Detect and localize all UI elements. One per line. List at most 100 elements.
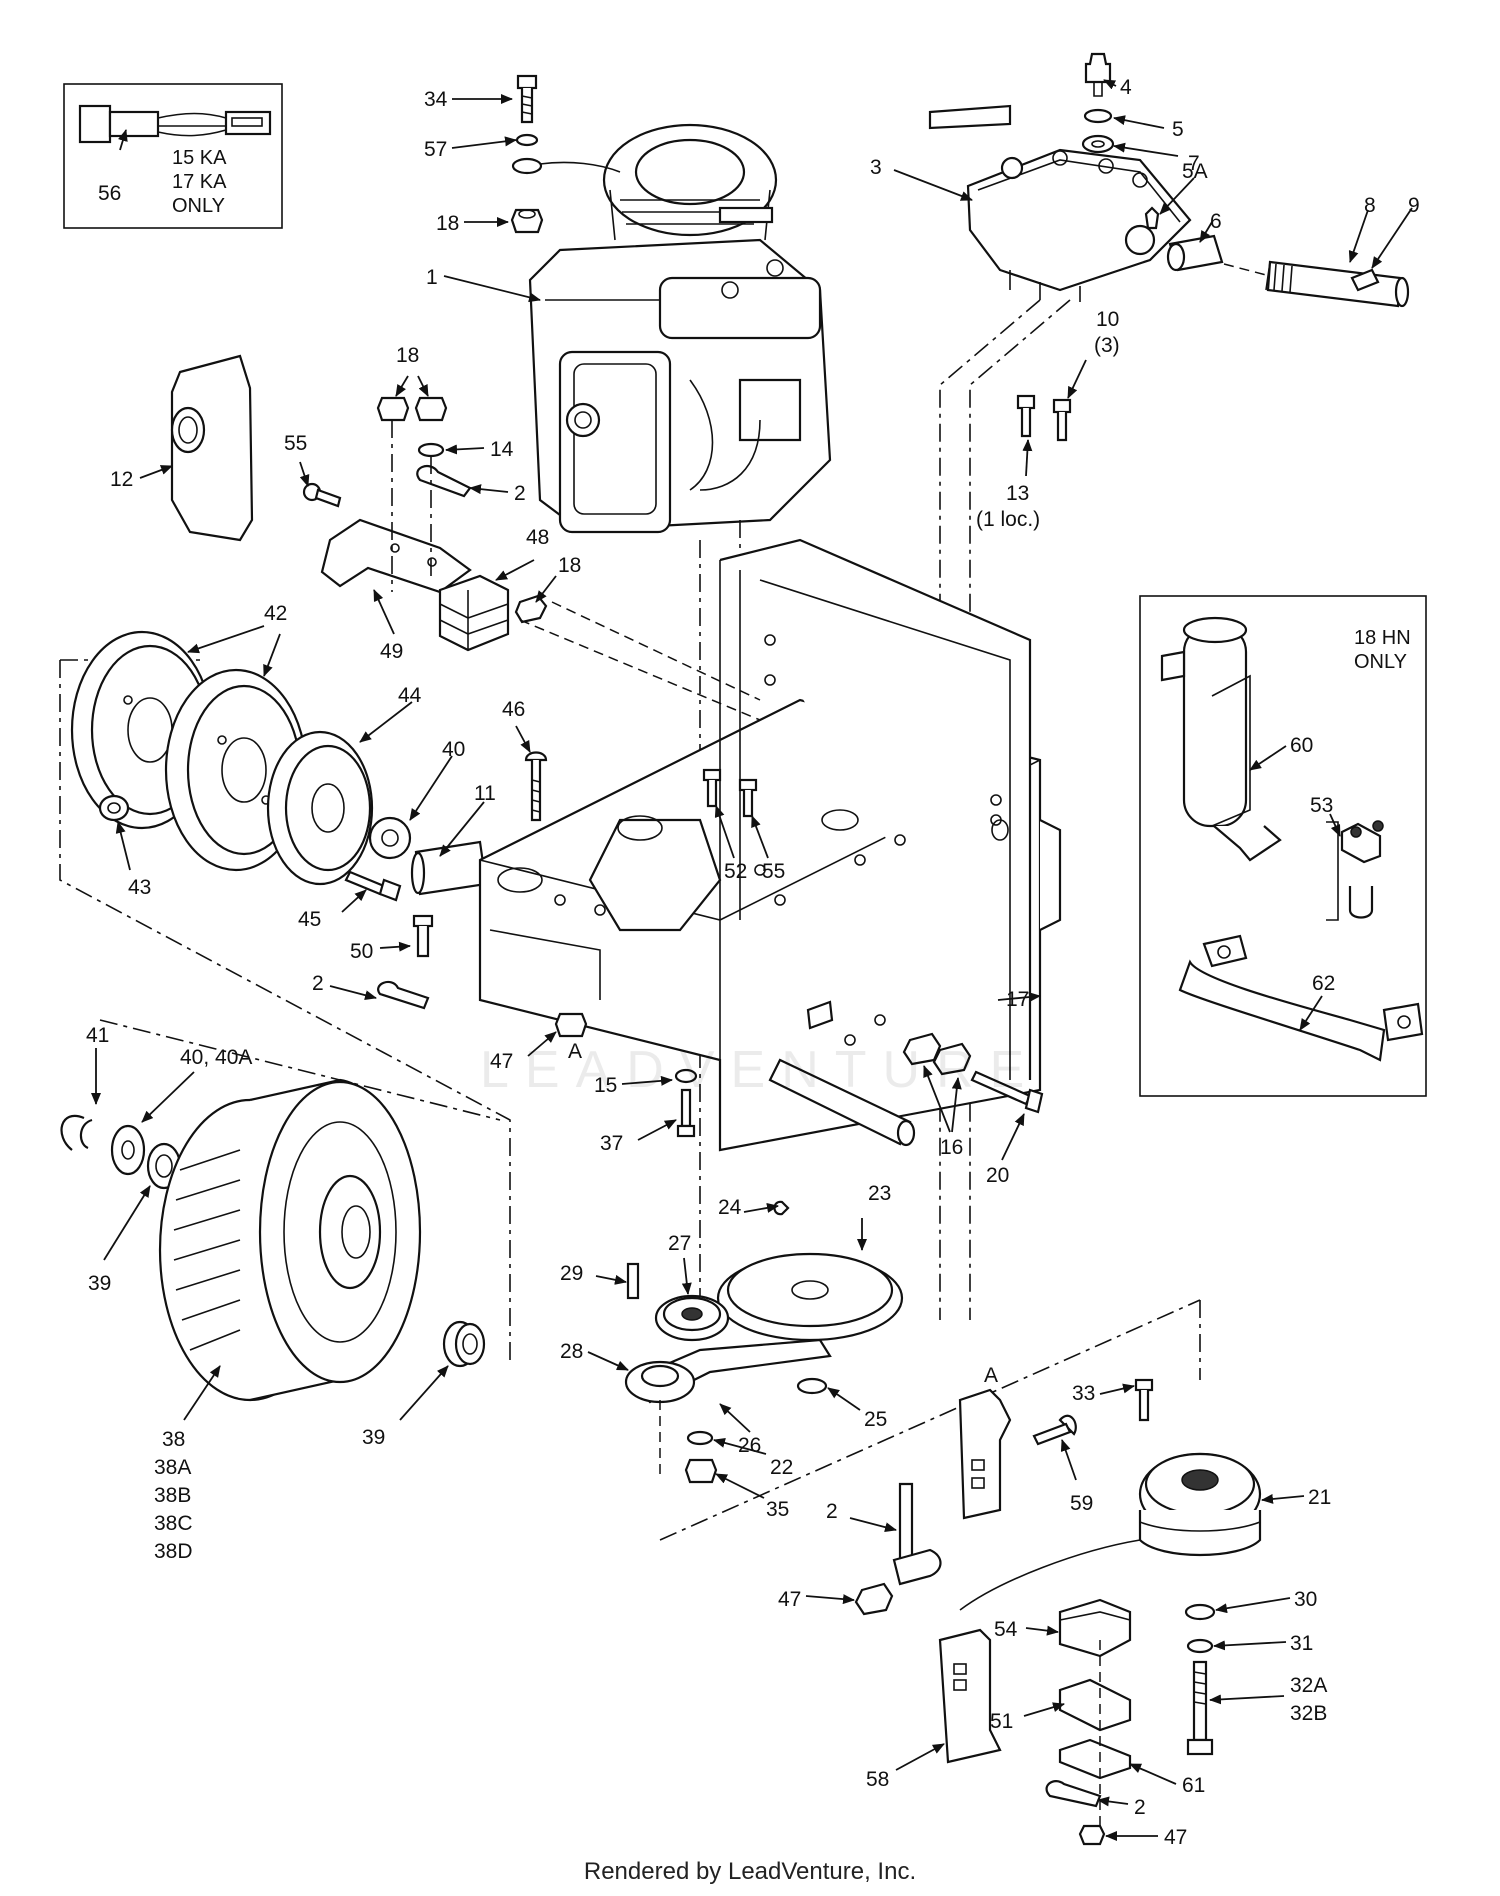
label-A-frame: A	[568, 1040, 582, 1063]
label-37: 37	[600, 1132, 623, 1155]
note-18hn: 18 HN	[1354, 627, 1411, 649]
label-39-right: 39	[362, 1426, 385, 1449]
label-2-bottom: 2	[1134, 1796, 1146, 1819]
pipe-part-62	[1178, 934, 1424, 1062]
label-13-qty: (1 loc.)	[976, 508, 1040, 531]
label-4: 4	[1120, 76, 1132, 99]
nut-part-18-bracket	[514, 594, 548, 624]
washer-part-5	[1083, 108, 1113, 124]
label-31: 31	[1290, 1632, 1313, 1655]
label-55-frame: 55	[762, 860, 785, 883]
shaft-part-11	[410, 840, 488, 896]
label-20: 20	[986, 1164, 1009, 1187]
label-30: 30	[1294, 1588, 1317, 1611]
bolt-part-33	[1134, 1378, 1154, 1422]
plate-part-61	[1058, 1738, 1132, 1780]
label-3: 3	[870, 156, 882, 179]
label-59: 59	[1070, 1492, 1093, 1515]
label-18-mid: 18	[396, 344, 419, 367]
label-32b: 32B	[1290, 1702, 1327, 1725]
screw-part-55-left	[302, 482, 342, 508]
label-13: 13	[1006, 482, 1029, 505]
rod-and-clamp-part-2	[892, 1482, 942, 1586]
label-42: 42	[264, 602, 287, 625]
label-38d: 38D	[154, 1540, 193, 1563]
label-53: 53	[1310, 794, 1333, 817]
label-23: 23	[868, 1182, 891, 1205]
nut-part-47-frame	[554, 1012, 588, 1038]
shaft-part-8	[1265, 260, 1410, 308]
transmission-part-3	[928, 104, 1192, 302]
label-32a: 32A	[1290, 1674, 1327, 1697]
label-40-top: 40	[442, 738, 465, 761]
nut-part-47-bottom	[1078, 1824, 1106, 1846]
footer-credit: Rendered by LeadVenture, Inc.	[583, 1858, 917, 1885]
label-43: 43	[128, 876, 151, 899]
terminal-part-57	[511, 157, 621, 175]
bolt-part-32	[1186, 1660, 1214, 1756]
axle-bar	[768, 1058, 916, 1147]
label-58: 58	[866, 1768, 889, 1791]
rectifier-part-48	[438, 574, 510, 652]
label-50: 50	[350, 940, 373, 963]
key-part-24	[773, 1200, 790, 1216]
label-27: 27	[668, 1232, 691, 1255]
bolt-part-13	[1016, 394, 1036, 438]
bracket-part-49	[320, 518, 472, 594]
label-11: 11	[474, 782, 496, 805]
fitting-part-7	[1144, 206, 1160, 230]
label-15: 15	[594, 1074, 617, 1097]
lockwasher-part-31	[1186, 1638, 1214, 1654]
note-only: ONLY	[172, 195, 225, 217]
bolt-part-34	[516, 74, 538, 124]
engine-part-1	[528, 123, 832, 534]
bracket-part-54	[1058, 1598, 1132, 1658]
label-47-bottom: 47	[1164, 1826, 1187, 1849]
label-6: 6	[1210, 210, 1222, 233]
label-60: 60	[1290, 734, 1313, 757]
nut-part-18-left	[376, 396, 410, 422]
key-part-9	[1350, 268, 1380, 292]
label-46: 46	[502, 698, 525, 721]
bolt-part-59	[1032, 1414, 1077, 1446]
washer-part-40-top	[368, 816, 412, 860]
muffler-part-60	[1160, 616, 1282, 862]
label-1: 1	[426, 266, 438, 289]
label-48: 48	[526, 526, 549, 549]
clamp-part-2-mid	[377, 980, 430, 1010]
inset-box-56: 15 KA 17 KA ONLY	[63, 83, 283, 229]
bolt-part-55-frame	[738, 778, 758, 818]
bushing-part-5a	[1081, 134, 1115, 154]
hardware-part-53	[1340, 820, 1384, 919]
watermark: LEADVENTURE	[480, 1041, 1041, 1099]
inset-box-18hn: 18 HN ONLY	[1139, 595, 1427, 1097]
label-45: 45	[298, 908, 321, 931]
label-62: 62	[1312, 972, 1335, 995]
label-16: 16	[940, 1136, 963, 1159]
leader-lines	[91, 79, 1413, 1841]
label-56: 56	[98, 182, 121, 205]
label-21: 21	[1308, 1486, 1331, 1509]
label-8: 8	[1364, 194, 1376, 217]
label-38c: 38C	[154, 1512, 193, 1535]
frame-part-17	[478, 538, 1062, 1152]
label-5a: 5A	[1182, 160, 1208, 183]
pulley-part-44	[266, 730, 374, 886]
clutch-part-21	[959, 1452, 1262, 1611]
label-55-left: 55	[284, 432, 307, 455]
label-2-mid: 2	[312, 972, 324, 995]
block-part-51	[1058, 1678, 1132, 1732]
label-52: 52	[724, 860, 747, 883]
nut-part-16-b	[932, 1042, 972, 1076]
pin-part-29	[626, 1262, 640, 1300]
note-15ka: 15 KA	[172, 147, 227, 169]
note-18hn-only: ONLY	[1354, 651, 1407, 673]
label-10: 10	[1096, 308, 1119, 331]
label-39-left: 39	[88, 1272, 111, 1295]
wheel-part-38	[158, 1078, 422, 1402]
pulley-part-23	[716, 1252, 904, 1342]
clamp-part-2-bottom	[1045, 1780, 1102, 1808]
washer-part-40-wheel	[110, 1124, 146, 1176]
label-17: 17	[1006, 988, 1029, 1011]
